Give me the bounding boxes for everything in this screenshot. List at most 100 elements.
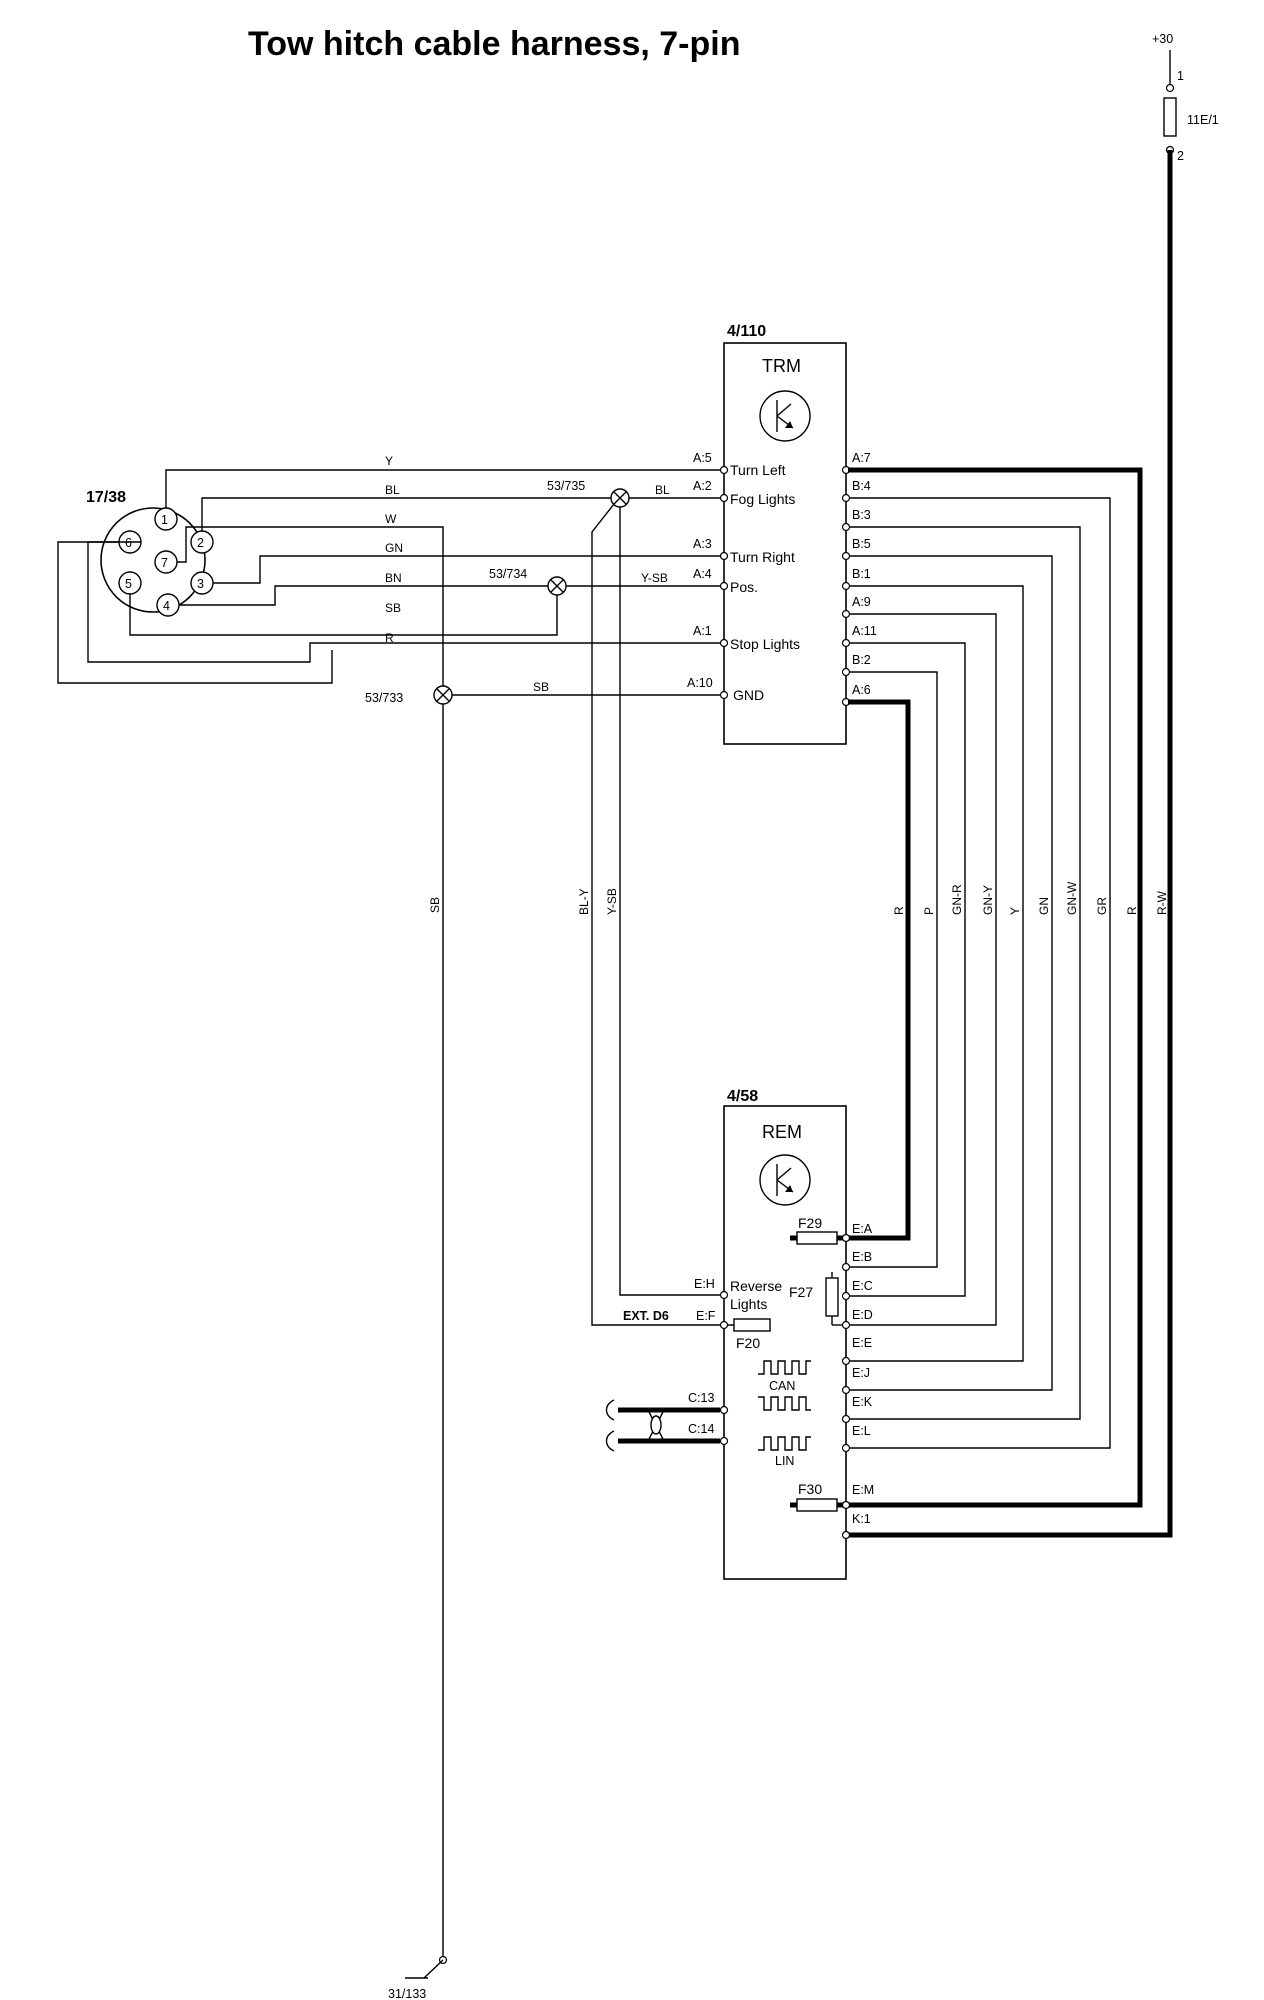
svg-text:Y: Y — [1008, 907, 1022, 915]
svg-text:SB: SB — [428, 897, 442, 913]
svg-text:B:5: B:5 — [852, 537, 871, 551]
svg-text:A:4: A:4 — [693, 567, 712, 581]
svg-text:A:9: A:9 — [852, 595, 871, 609]
svg-text:2: 2 — [197, 536, 204, 550]
svg-text:Y-SB: Y-SB — [605, 888, 619, 915]
svg-text:E:B: E:B — [852, 1250, 872, 1264]
svg-text:53/733: 53/733 — [365, 691, 403, 705]
svg-text:B:3: B:3 — [852, 508, 871, 522]
svg-text:R: R — [385, 631, 394, 645]
can-bus-icon: CAN — [758, 1360, 811, 1411]
trm-name: TRM — [762, 356, 801, 376]
svg-text:BL: BL — [655, 483, 670, 497]
svg-text:E:J: E:J — [852, 1366, 870, 1380]
svg-text:C:14: C:14 — [688, 1422, 714, 1436]
svg-text:Fog Lights: Fog Lights — [730, 491, 795, 507]
svg-text:Reverse: Reverse — [730, 1278, 782, 1294]
svg-text:B:1: B:1 — [852, 567, 871, 581]
svg-text:5: 5 — [125, 577, 132, 591]
svg-text:K:1: K:1 — [852, 1512, 871, 1526]
svg-text:GN-R: GN-R — [950, 884, 964, 915]
svg-text:3: 3 — [197, 577, 204, 591]
svg-text:GN: GN — [385, 541, 403, 555]
svg-text:E:F: E:F — [696, 1309, 716, 1323]
svg-text:A:11: A:11 — [852, 624, 877, 638]
svg-text:GN: GN — [1037, 897, 1051, 915]
rem-module: 4/58 REM F29 F30 F27 F20 Reverse Lights … — [623, 1088, 874, 1580]
svg-text:Stop Lights: Stop Lights — [730, 636, 800, 652]
trm-module: 4/110 TRM A:5 Turn Left A:2 Fog Lights A… — [687, 323, 877, 745]
trm-id: 4/110 — [727, 323, 766, 340]
svg-text:7: 7 — [161, 556, 168, 570]
fuse-11e1-label: 11E/1 — [1187, 113, 1219, 127]
svg-text:Turn Left: Turn Left — [730, 462, 786, 478]
rem-name: REM — [762, 1122, 802, 1142]
transistor-icon — [759, 390, 811, 442]
svg-text:R: R — [892, 906, 906, 915]
svg-text:A:7: A:7 — [852, 451, 871, 465]
svg-text:BL: BL — [385, 483, 400, 497]
svg-text:A:3: A:3 — [693, 537, 712, 551]
svg-text:CAN: CAN — [769, 1379, 795, 1393]
svg-text:53/734: 53/734 — [489, 567, 527, 581]
svg-text:A:2: A:2 — [693, 479, 712, 493]
svg-text:E:D: E:D — [852, 1308, 873, 1322]
svg-text:BN: BN — [385, 571, 402, 585]
svg-text:A:6: A:6 — [852, 683, 871, 697]
connector-id: 17/38 — [86, 489, 126, 506]
supply-label: +30 — [1152, 32, 1173, 46]
svg-text:GN-W: GN-W — [1065, 881, 1079, 915]
svg-text:53/735: 53/735 — [547, 479, 585, 493]
rem-id: 4/58 — [727, 1088, 758, 1105]
svg-text:F27: F27 — [789, 1284, 813, 1300]
lin-bus-icon: LIN — [758, 1436, 811, 1468]
page-title: Tow hitch cable harness, 7-pin — [248, 25, 740, 63]
right-wires: R P GN-R GN-Y Y GN GN-W GR R R-W — [848, 467, 1169, 1508]
left-wires: Y BL W GN BN SB R BL Y-SB SB — [57, 454, 724, 696]
splice-verticals: SB BL-Y Y-SB — [428, 503, 724, 1960]
svg-text:SB: SB — [533, 680, 549, 694]
svg-text:BL-Y: BL-Y — [577, 888, 591, 915]
svg-text:Lights: Lights — [730, 1296, 767, 1312]
tow-connector-17-38: 17/38 1 2 3 4 5 6 7 — [86, 489, 214, 617]
svg-text:LIN: LIN — [775, 1454, 794, 1468]
svg-text:GND: GND — [733, 687, 764, 703]
transistor-icon — [759, 1154, 811, 1206]
svg-text:E:K: E:K — [852, 1395, 873, 1409]
svg-text:B:2: B:2 — [852, 653, 871, 667]
svg-text:W: W — [385, 512, 397, 526]
svg-text:EXT. D6: EXT. D6 — [623, 1309, 669, 1323]
svg-text:F20: F20 — [736, 1335, 760, 1351]
svg-text:E:H: E:H — [694, 1277, 715, 1291]
svg-text:GR: GR — [1095, 897, 1109, 915]
svg-text:1: 1 — [161, 513, 168, 527]
power-supply: +30 1 11E/1 2 — [848, 32, 1219, 1538]
fuse-f29 — [796, 1231, 838, 1245]
svg-text:F29: F29 — [798, 1215, 822, 1231]
fuse-pin-1: 1 — [1177, 69, 1184, 83]
svg-text:E:M: E:M — [852, 1483, 874, 1497]
svg-text:F30: F30 — [798, 1481, 822, 1497]
fuse-f20 — [733, 1318, 771, 1332]
connector-body — [100, 507, 206, 613]
svg-text:E:C: E:C — [852, 1279, 873, 1293]
svg-text:C:13: C:13 — [688, 1391, 714, 1405]
svg-text:SB: SB — [385, 601, 401, 615]
svg-text:A:10: A:10 — [687, 676, 713, 690]
svg-text:Y-SB: Y-SB — [641, 571, 668, 585]
svg-text:R-W: R-W — [1155, 890, 1169, 915]
svg-text:Y: Y — [385, 454, 393, 468]
svg-text:R: R — [1125, 906, 1139, 915]
fuse-f27 — [825, 1277, 839, 1317]
svg-text:P: P — [922, 907, 936, 915]
can-twisted-pair — [605, 1399, 720, 1452]
svg-text:Turn Right: Turn Right — [730, 549, 795, 565]
svg-text:A:5: A:5 — [693, 451, 712, 465]
svg-text:4: 4 — [163, 599, 170, 613]
splices: 53/735 53/734 53/733 — [365, 479, 630, 705]
svg-text:GN-Y: GN-Y — [981, 885, 995, 915]
svg-text:6: 6 — [125, 536, 132, 550]
fuse-pin-2: 2 — [1177, 149, 1184, 163]
ground-31-133: 31/133 — [388, 1955, 448, 2000]
